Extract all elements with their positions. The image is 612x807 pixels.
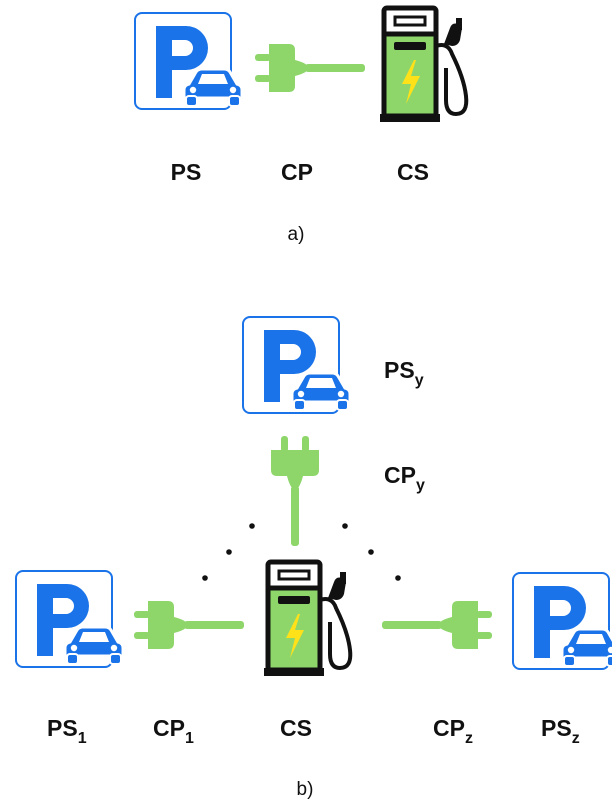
label-cp: CP <box>281 159 313 185</box>
label-cs-center: CS <box>280 715 312 741</box>
charging-station-icon-center <box>264 562 350 676</box>
label-cs: CS <box>397 159 429 185</box>
plug-icon-1 <box>134 601 244 649</box>
charging-station-icon <box>380 8 466 122</box>
label-ps: PS <box>171 159 202 185</box>
parking-sign-icon-1 <box>14 569 125 669</box>
plug-icon-y <box>271 436 319 546</box>
label-cp-y: CPy <box>384 462 425 494</box>
caption-b: b) <box>297 779 314 800</box>
label-ps-1: PS1 <box>47 715 87 747</box>
parking-sign-icon-z <box>511 571 612 671</box>
label-cp-z: CPz <box>433 715 473 747</box>
ellipsis-dots <box>202 523 401 581</box>
part-b: PSy CPy PS1 CP1 CS CPz PSz b) <box>14 315 612 800</box>
parking-sign-icon-y <box>241 315 352 415</box>
part-a: PS CP CS a) <box>133 8 466 245</box>
caption-a: a) <box>288 224 305 245</box>
label-ps-z: PSz <box>541 715 580 747</box>
parking-sign-icon <box>133 11 244 111</box>
plug-icon <box>255 44 365 92</box>
plug-icon-z <box>382 601 492 649</box>
label-cp-1: CP1 <box>153 715 194 747</box>
label-ps-y: PSy <box>384 357 424 389</box>
